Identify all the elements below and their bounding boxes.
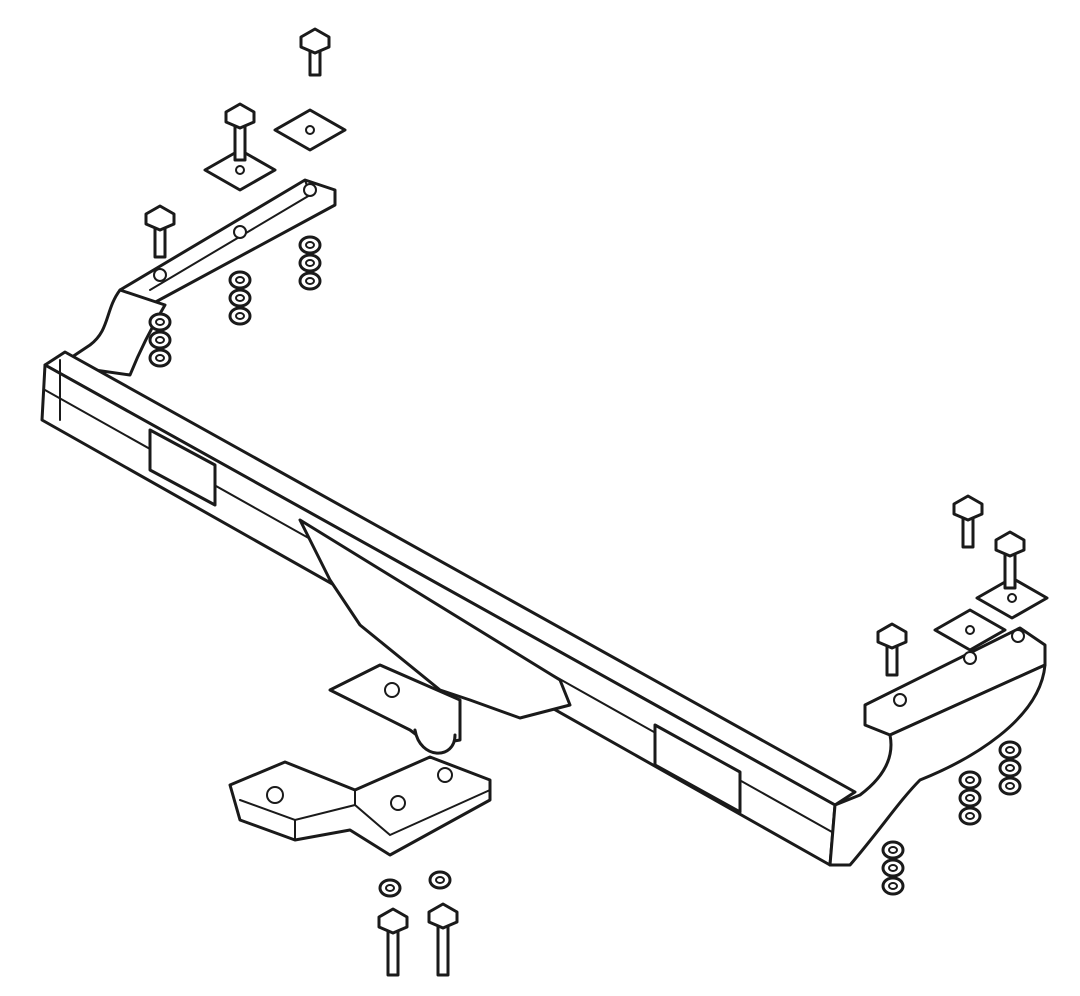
bolt: [876, 622, 908, 677]
left-label-plate: [148, 428, 217, 507]
square-washer: [975, 576, 1049, 620]
square-washer: [273, 108, 347, 152]
bolt: [224, 102, 256, 162]
hitch-bolt: [427, 902, 459, 977]
ball-mount: [228, 755, 492, 857]
right-mounting-bracket: [828, 626, 1047, 867]
nut-stack: [378, 878, 402, 898]
bolt: [952, 494, 984, 549]
hitch-bolt: [377, 907, 409, 977]
bolt: [144, 204, 176, 259]
nut-stack: [998, 740, 1022, 796]
nut-stack: [428, 870, 452, 890]
square-washer: [933, 608, 1007, 652]
bolt: [299, 27, 331, 77]
square-washer: [203, 148, 277, 192]
receiver-drop-plate: [298, 518, 572, 755]
nut-stack: [228, 270, 252, 326]
nut-stack: [881, 840, 905, 896]
left-mounting-bracket: [58, 178, 337, 377]
nut-stack: [148, 312, 172, 368]
nut-stack: [958, 770, 982, 826]
right-label-plate: [653, 723, 742, 814]
nut-stack: [298, 235, 322, 291]
bolt: [994, 530, 1026, 590]
